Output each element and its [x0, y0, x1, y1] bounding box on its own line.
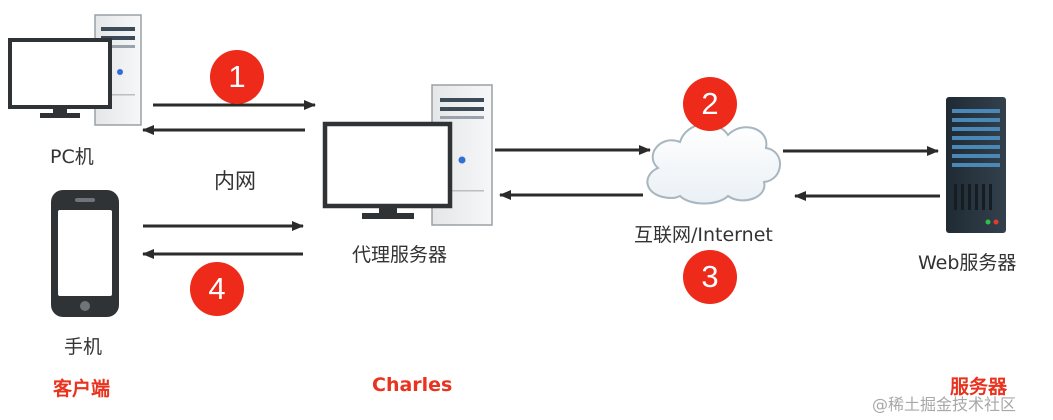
internet-cloud-icon [646, 122, 781, 205]
proxy-label: 代理服务器 [352, 244, 448, 266]
step-badge-1: 1 [210, 50, 264, 104]
lan-label: 内网 [214, 169, 256, 193]
step-badge-2: 2 [683, 77, 737, 131]
web-server-label: Web服务器 [918, 252, 1017, 274]
pc-label: PC机 [50, 146, 94, 168]
phone-label: 手机 [64, 336, 103, 358]
proxy-computer-icon [322, 84, 493, 226]
pc-computer-icon [8, 14, 142, 126]
phone-icon [51, 190, 119, 317]
client-group-label: 客户端 [53, 378, 111, 400]
server-group-label: 服务器 [950, 376, 1008, 398]
step-badge-3: 3 [683, 250, 737, 304]
charles-group-label: Charles [372, 374, 453, 396]
internet-label: 互联网/Internet [634, 224, 773, 246]
web-server-rack-icon [946, 97, 1006, 233]
step-badge-4: 4 [190, 262, 244, 316]
watermark: @稀土掘金技术社区 [872, 395, 1017, 414]
